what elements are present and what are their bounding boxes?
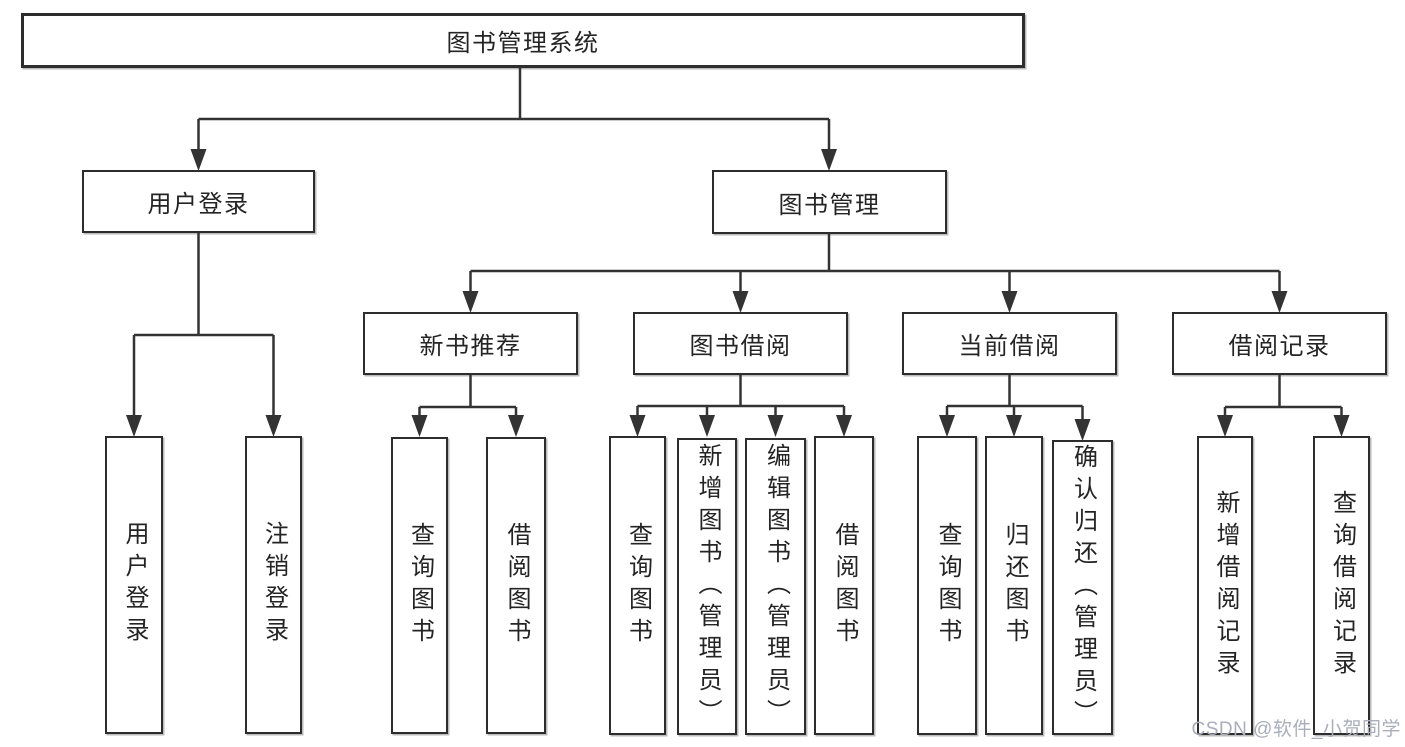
node-current-borrow: 当前借阅 bbox=[902, 312, 1117, 375]
leaf-user-login: 用户登录 bbox=[105, 436, 163, 734]
edge-current-borrow-children bbox=[945, 375, 1084, 422]
leaf-br-query-record: 查询借阅记录 bbox=[1313, 436, 1370, 735]
leaf-cb-confirm-return-admin-label: 确认归还（管理员） bbox=[1069, 443, 1097, 732]
leaf-bb-add-books-admin: 新增图书（管理员） bbox=[677, 438, 737, 735]
node-book-management-label: 图书管理 bbox=[778, 191, 881, 219]
leaf-bb-query-books: 查询图书 bbox=[609, 436, 666, 735]
leaf-bb-edit-books-admin: 编辑图书（管理员） bbox=[745, 438, 806, 735]
node-new-book-recommend-label: 新书推荐 bbox=[419, 333, 522, 360]
leaf-br-query-record-label: 查询借阅记录 bbox=[1328, 489, 1356, 682]
node-book-borrow: 图书借阅 bbox=[633, 312, 848, 375]
leaf-br-add-record-label: 新增借阅记录 bbox=[1212, 489, 1239, 682]
leaf-bb-borrow-books: 借阅图书 bbox=[814, 436, 874, 735]
leaf-nbr-borrow-books: 借阅图书 bbox=[486, 437, 546, 734]
leaf-bb-edit-books-admin-label: 编辑图书（管理员） bbox=[762, 442, 790, 731]
leaf-nbr-query-books-label: 查询图书 bbox=[406, 521, 434, 650]
node-borrow-records-label: 借阅记录 bbox=[1228, 333, 1331, 360]
leaf-bb-add-books-admin-label: 新增图书（管理员） bbox=[694, 442, 721, 731]
leaf-cb-return-books-label: 归还图书 bbox=[1001, 521, 1028, 650]
leaf-cb-query-books-label: 查询图书 bbox=[934, 521, 961, 650]
leaf-logout: 注销登录 bbox=[245, 436, 302, 734]
edge-user-login-children bbox=[132, 233, 275, 419]
edge-new-book-rec-children bbox=[418, 375, 518, 419]
leaf-cb-return-books: 归还图书 bbox=[985, 436, 1043, 735]
leaf-cb-confirm-return-admin: 确认归还（管理员） bbox=[1052, 440, 1113, 735]
edge-borrow-records-children bbox=[1223, 375, 1343, 419]
leaf-cb-query-books: 查询图书 bbox=[917, 436, 977, 735]
node-root: 图书管理系统 bbox=[21, 13, 1025, 68]
leaf-br-add-record: 新增借阅记录 bbox=[1197, 436, 1253, 735]
leaf-logout-label: 注销登录 bbox=[260, 521, 288, 649]
node-current-borrow-label: 当前借阅 bbox=[958, 333, 1061, 360]
edge-book-mgmt-children bbox=[469, 234, 1281, 295]
edge-root-to-level1 bbox=[197, 68, 831, 153]
node-borrow-records: 借阅记录 bbox=[1172, 312, 1387, 375]
edge-book-borrow-children bbox=[636, 375, 846, 419]
leaf-nbr-borrow-books-label: 借阅图书 bbox=[503, 521, 530, 650]
node-book-management: 图书管理 bbox=[712, 170, 947, 234]
csdn-watermark: CSDN @软件_小贺同学 bbox=[1191, 719, 1401, 740]
leaf-nbr-query-books: 查询图书 bbox=[391, 437, 448, 734]
leaf-bb-borrow-books-label: 借阅图书 bbox=[831, 521, 858, 650]
node-book-borrow-label: 图书借阅 bbox=[689, 333, 792, 360]
node-user-login: 用户登录 bbox=[82, 170, 315, 233]
node-user-login-label: 用户登录 bbox=[147, 191, 250, 218]
leaf-user-login-label: 用户登录 bbox=[121, 521, 148, 649]
node-root-label: 图书管理系统 bbox=[446, 30, 600, 57]
node-new-book-recommend: 新书推荐 bbox=[363, 312, 578, 375]
arrowheads bbox=[126, 149, 1350, 441]
leaf-bb-query-books-label: 查询图书 bbox=[624, 521, 652, 650]
